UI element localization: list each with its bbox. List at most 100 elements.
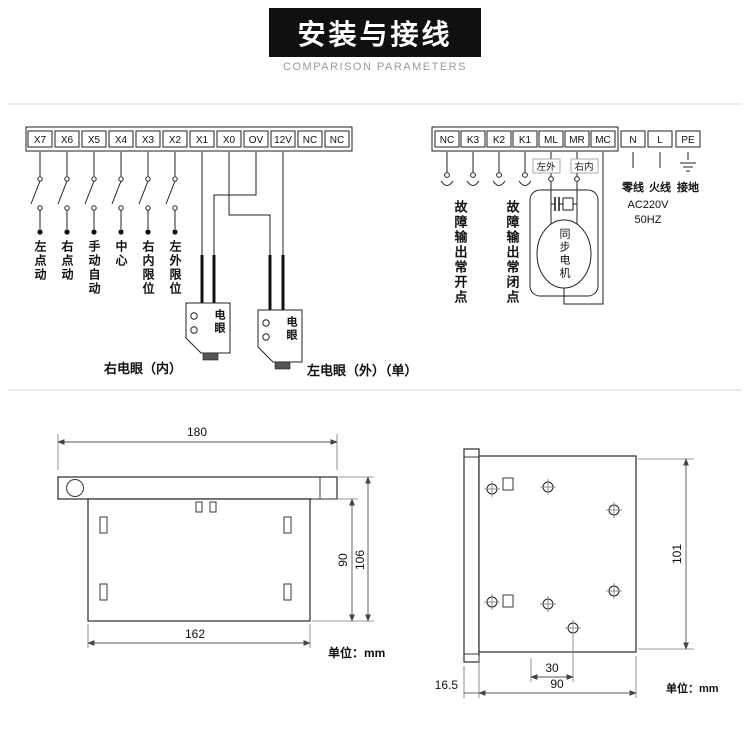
dim-label: 101: [670, 544, 684, 564]
screw-hole-icon: [484, 481, 500, 497]
dim-label: 90: [336, 553, 350, 567]
dimension-drawing-back-view: 101 30 90 16.5 单位：mm: [435, 448, 719, 698]
switch-label: 左外限位: [168, 239, 182, 296]
sensor-wires: [200, 152, 285, 310]
title-banner: 安装与接线: [269, 8, 481, 57]
switch-right-jog: 右点动: [57, 152, 74, 282]
terminal-label: NC: [303, 135, 317, 146]
terminal-label: K3: [467, 135, 480, 146]
caption-right-eye: 右电眼（内）: [103, 361, 182, 376]
dimension-drawing-side-view: 180 90 106 162 单位：mm: [57, 425, 385, 660]
neutral-label: 零线: [621, 180, 644, 194]
terminal-k2: K2: [486, 130, 512, 148]
fault-nc-label: 故障输出常闭点: [505, 199, 520, 305]
terminal-x3: X3: [135, 130, 161, 148]
terminal-ov: OV: [243, 130, 269, 148]
limit-tag-label: 右内: [574, 161, 593, 173]
terminal-label: OV: [249, 135, 264, 146]
terminal-label: MC: [595, 135, 611, 146]
terminal-label: K1: [519, 135, 532, 146]
motor-common-wire: [563, 152, 604, 305]
terminal-label: NC: [330, 135, 344, 146]
terminal-label: ML: [544, 135, 558, 146]
ground-icon: [680, 162, 696, 172]
terminal-label: X7: [34, 135, 47, 146]
motor-assembly: 同步电机 左外 右内: [529, 152, 604, 305]
terminal-label: K2: [493, 135, 506, 146]
housing-body: [87, 498, 311, 622]
dim-106: 106: [339, 476, 374, 622]
terminal-n: N: [620, 130, 646, 148]
terminal-block-right: NC K3 K2 K1 ML MR MC N L PE: [431, 126, 701, 152]
terminal-label: X1: [196, 135, 209, 146]
screw-hole-icon: [606, 502, 622, 518]
terminal-mc: MC: [590, 130, 616, 148]
lens-icon: [262, 319, 270, 327]
terminal-x5: X5: [81, 130, 107, 148]
screw-hole-icon: [484, 594, 500, 610]
sensor-box-label: 电眼: [285, 315, 298, 342]
terminal-x4: X4: [108, 130, 134, 148]
rail-end-hole: [66, 479, 84, 497]
switch-right-inner-limit: 右内限位: [138, 152, 155, 296]
terminal-x6: X6: [54, 130, 80, 148]
terminal-x7: X7: [27, 130, 53, 148]
switch-left-outer-limit: 左外限位: [165, 152, 182, 296]
mounting-slot: [283, 516, 292, 534]
ground-label: 接地: [677, 180, 699, 194]
lens-icon: [190, 326, 198, 334]
terminal-nc: NC: [434, 130, 460, 148]
page-subtitle: COMPARISON PARAMETERS: [283, 61, 467, 73]
screw-hole-icon: [540, 479, 556, 495]
switch-label: 右内限位: [141, 239, 155, 296]
dim-16-5: 16.5: [435, 666, 479, 698]
unit-label: 单位：mm: [328, 645, 385, 660]
terminal-l: L: [647, 130, 673, 148]
mounting-plate: [478, 455, 637, 653]
fault-no-label: 故障输出常开点: [453, 199, 468, 305]
dim-label: 16.5: [435, 678, 459, 692]
terminal-k3: K3: [460, 130, 486, 148]
terminal-label: L: [657, 135, 663, 146]
limit-tag-left-outer: 左外: [532, 158, 561, 174]
sensor-connector: [274, 361, 291, 370]
terminal-label: X6: [61, 135, 74, 146]
unit-label: 单位：mm: [666, 681, 719, 695]
switch-center: 中心: [111, 152, 128, 268]
dim-30: 30: [530, 636, 574, 682]
terminal-nc-2: NC: [324, 130, 350, 148]
sensor-connector: [202, 352, 219, 361]
terminal-label: 12V: [274, 135, 292, 146]
caption-left-eye: 左电眼（外）（单）: [307, 363, 418, 378]
terminal-nc-1: NC: [297, 130, 323, 148]
terminal-label: X0: [223, 135, 236, 146]
side-flange: [463, 448, 480, 663]
switch-left-jog: 左点动: [30, 152, 47, 282]
terminal-12v: 12V: [270, 130, 296, 148]
frequency-label: 50HZ: [635, 214, 662, 226]
photo-eye-left-outer: 电眼: [257, 309, 303, 370]
terminal-label: NC: [440, 135, 454, 146]
screw-hole-icon: [606, 583, 622, 599]
limit-tag-right-inner: 右内: [570, 158, 599, 174]
dim-101: 101: [638, 458, 694, 650]
lens-icon: [190, 312, 198, 320]
switch-label: 中心: [114, 239, 128, 268]
live-label: 火线: [649, 180, 671, 194]
switch-label: 左点动: [33, 239, 47, 282]
terminal-label: MR: [569, 135, 585, 146]
dim-90: 90: [312, 498, 374, 622]
switch-manual-auto: 手动自动: [84, 152, 101, 296]
dim-label: 30: [545, 661, 559, 675]
screw-hole-icon: [565, 620, 581, 636]
photo-eye-right-inner: 电眼: [185, 302, 231, 361]
switch-label: 手动自动: [87, 239, 101, 296]
limit-tag-label: 左外: [536, 161, 556, 173]
terminal-label: X5: [88, 135, 101, 146]
mounting-slot: [99, 516, 108, 534]
mounting-slot: [99, 583, 108, 601]
terminal-label: X2: [169, 135, 182, 146]
terminal-block-left: X7 X6 X5 X4 X3 X2 X1 X0 OV 12V NC NC: [25, 126, 353, 152]
terminal-x2: X2: [162, 130, 188, 148]
